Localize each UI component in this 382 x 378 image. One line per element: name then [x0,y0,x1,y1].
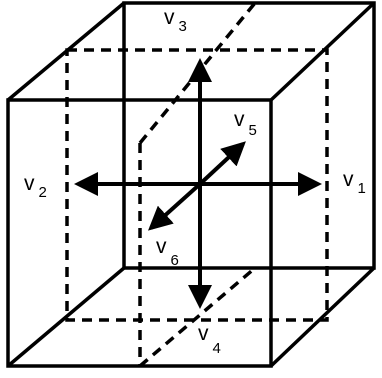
label-v6: v6 [156,235,179,269]
cube-front-face [6,98,273,368]
label-v4: v4 [198,322,221,357]
vector-arrows [74,58,322,309]
cube-middle-face [65,48,329,322]
arrow-v6 [148,182,202,231]
cube-receding-edges [6,1,376,368]
cube-back-face [122,1,376,270]
arrow-v5 [198,141,246,186]
